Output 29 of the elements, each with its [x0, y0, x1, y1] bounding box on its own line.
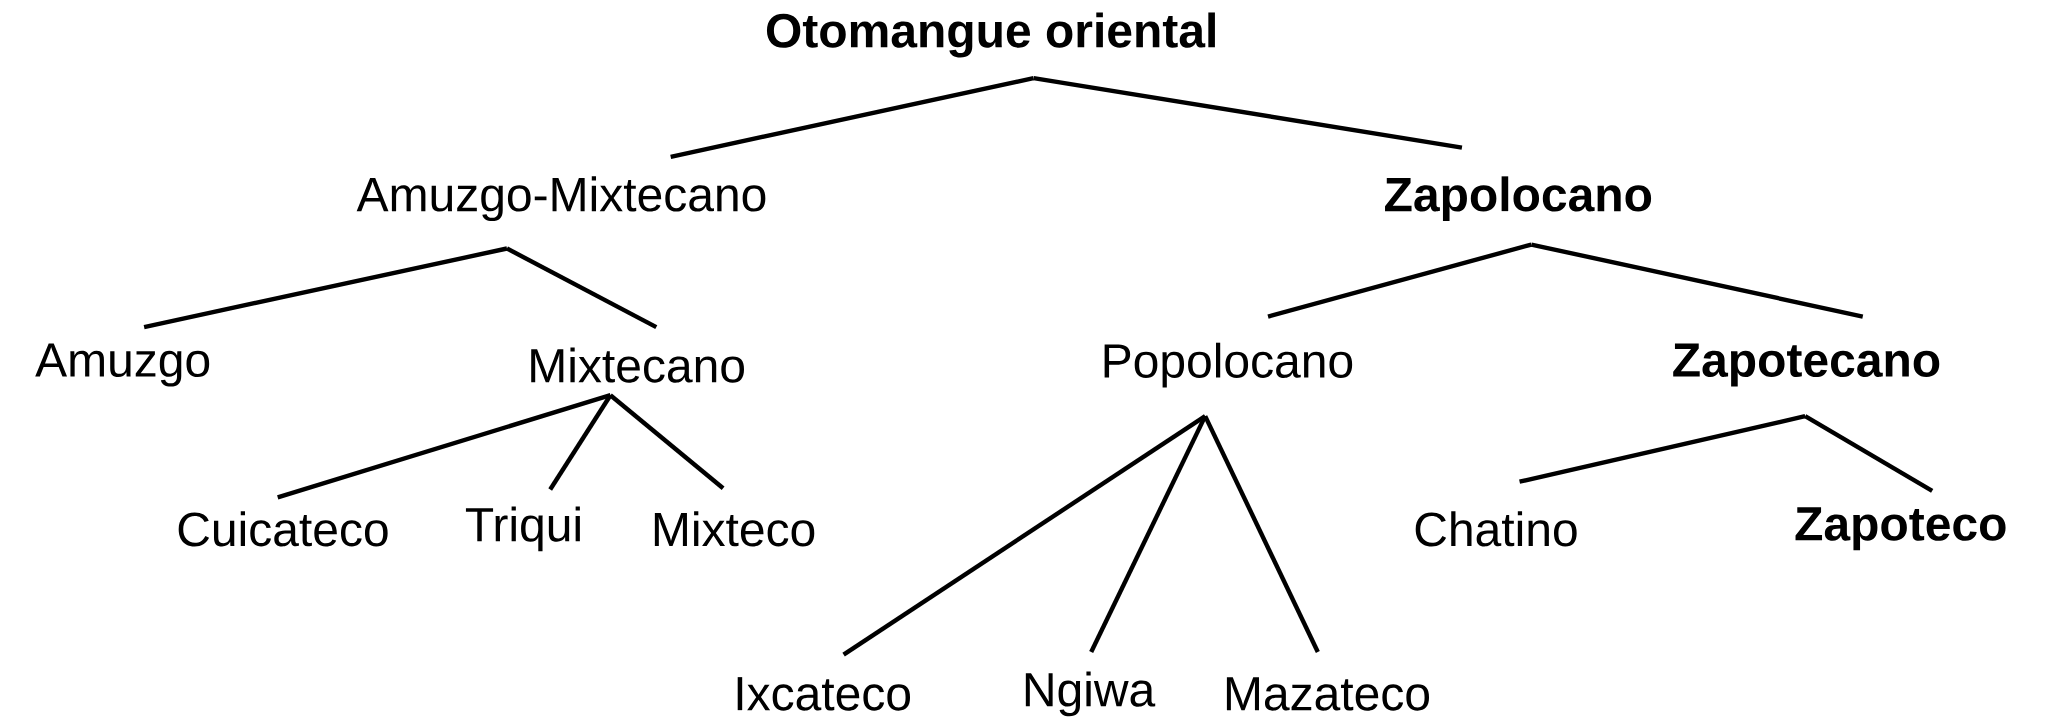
branch-line: [842, 414, 1207, 657]
language-label: Zapoteco: [1795, 507, 2006, 551]
branch-line: [548, 394, 613, 491]
language-label: Amuzgo-Mixtecano: [356, 176, 766, 222]
language-label: Ngiwa: [1025, 671, 1156, 717]
branch-line: [1804, 414, 1934, 493]
language-label: Cuicateco: [178, 511, 388, 547]
language-label: Mixtecano: [531, 347, 744, 383]
language-label: Triqui: [465, 506, 580, 552]
language-label: Otomangue oriental: [766, 12, 1215, 58]
language-label: Amuzgo: [35, 343, 210, 387]
language-label: Zapolocano: [1385, 176, 1652, 222]
language-label: Ixcateco: [737, 677, 911, 711]
language-label: Popolocano: [1104, 342, 1353, 388]
language-label: Zapotecano: [1673, 343, 1940, 387]
branch-line: [1089, 415, 1208, 653]
branch-line: [1530, 242, 1864, 319]
branch-line: [609, 393, 725, 490]
language-label: Mixteco: [654, 511, 815, 547]
branch-line: [1267, 242, 1532, 319]
branch-line: [1033, 76, 1463, 150]
branch-line: [505, 246, 658, 330]
branch-line: [1203, 415, 1320, 653]
branch-line: [143, 246, 508, 330]
language-label: Chatino: [1415, 511, 1577, 547]
branch-line: [1519, 414, 1806, 484]
branch-line: [670, 76, 1035, 159]
branch-line: [277, 393, 612, 500]
language-label: Mazateco: [1226, 677, 1429, 711]
